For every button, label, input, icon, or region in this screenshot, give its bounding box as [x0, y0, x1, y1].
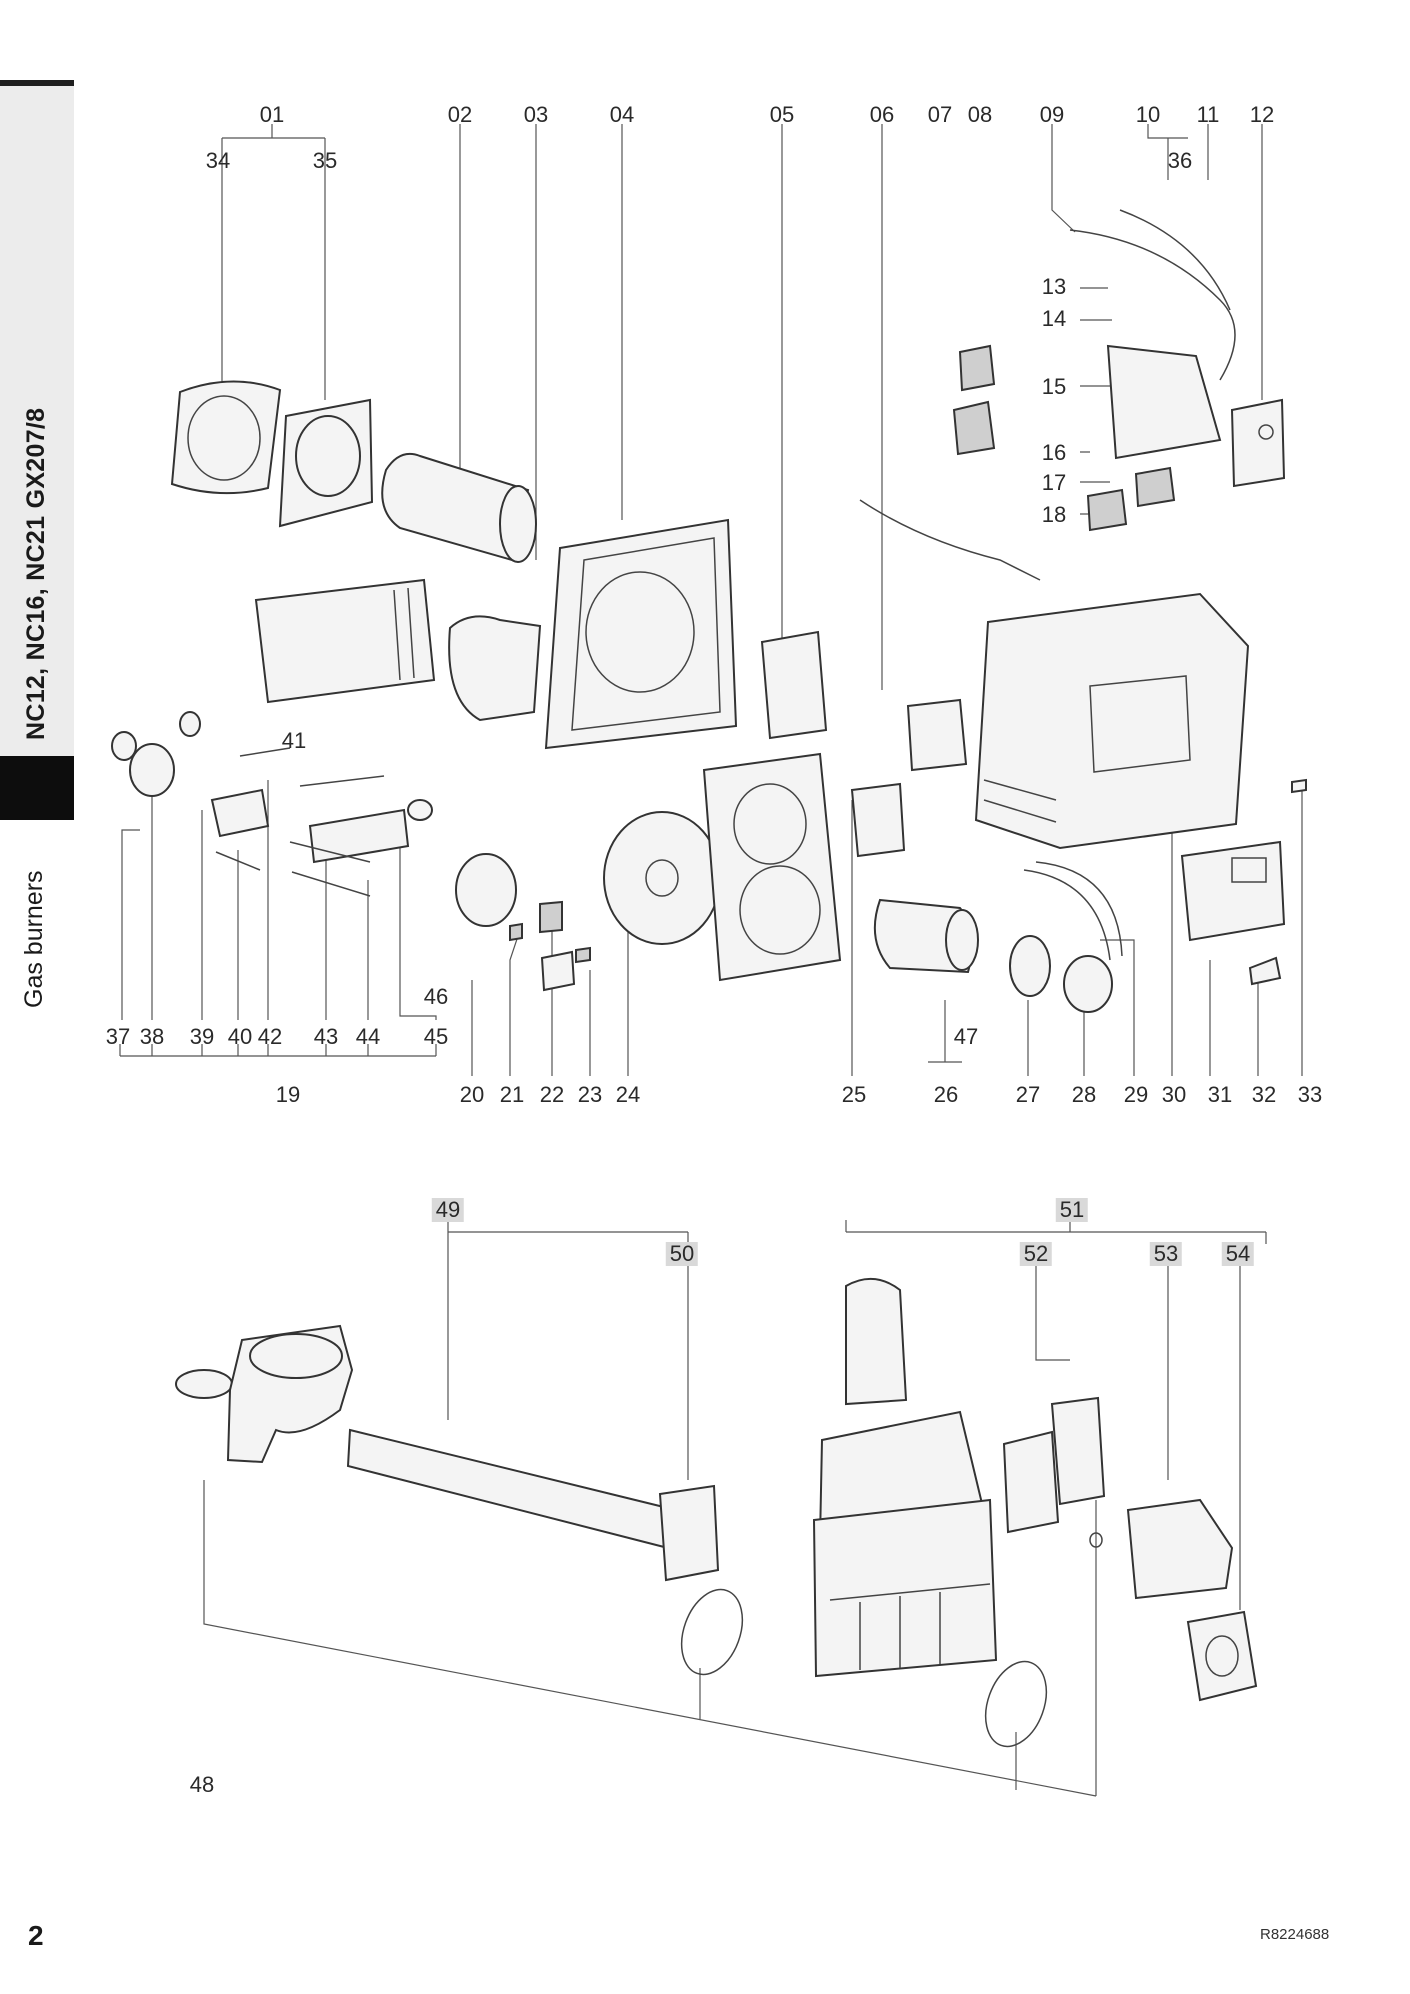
- callout-48: 48: [189, 1772, 215, 1797]
- callout-42: 42: [257, 1024, 283, 1049]
- sidebar-section-tab: [0, 756, 74, 820]
- callout-21: 21: [499, 1082, 525, 1107]
- callout-20: 20: [459, 1082, 485, 1107]
- pressure-switch: [1009, 935, 1051, 997]
- callout-27: 27: [1015, 1082, 1041, 1107]
- callout-33: 33: [1297, 1082, 1323, 1107]
- callout-22: 22: [539, 1082, 565, 1107]
- cable-harness: [859, 209, 1236, 581]
- nozzle-assembly: [111, 711, 433, 897]
- solenoid-coils: [1086, 466, 1176, 532]
- callout-11: 11: [1196, 102, 1220, 127]
- sidebar-top-rule: [0, 80, 74, 86]
- callout-34: 34: [205, 148, 231, 173]
- valve-actuator: [1126, 1498, 1234, 1600]
- page-number: 2: [28, 1920, 44, 1951]
- callout-08: 08: [967, 102, 993, 127]
- flange-gasket: [170, 380, 282, 495]
- callout-02: 02: [447, 102, 473, 127]
- air-tubes: [1023, 861, 1123, 961]
- air-intake-box: [254, 578, 436, 704]
- burner-cover: [974, 592, 1250, 850]
- callout-01: 01: [259, 102, 285, 127]
- valve-adapter-flange: [1186, 1610, 1258, 1702]
- air-pressure-sensor: [1063, 955, 1113, 1013]
- callout-37: 37: [105, 1024, 131, 1049]
- callout-29: 29: [1123, 1082, 1149, 1107]
- cover-screw: [1248, 956, 1282, 986]
- callout-09: 09: [1039, 102, 1065, 127]
- ignition-assembly: [455, 853, 591, 992]
- manifold-o-ring: [680, 1588, 1048, 1748]
- fan-wheel: [603, 811, 721, 945]
- callout-43: 43: [313, 1024, 339, 1049]
- callout-15: 15: [1041, 374, 1067, 399]
- cover-nameplate: [1180, 840, 1286, 942]
- sidebar-panel: [0, 86, 74, 756]
- gas-filter-screen: [1002, 1396, 1106, 1534]
- junction-box: [1230, 398, 1286, 488]
- callout-46: 46: [423, 984, 449, 1009]
- air-damper: [448, 615, 542, 722]
- callout-04: 04: [609, 102, 635, 127]
- control-box-relay: [906, 698, 968, 772]
- callout-12: 12: [1249, 102, 1275, 127]
- callout-52: 52: [1019, 1242, 1053, 1266]
- callout-40: 40: [227, 1024, 253, 1049]
- callout-41: 41: [281, 728, 307, 753]
- callout-44: 44: [355, 1024, 381, 1049]
- fixing-screw: [1291, 778, 1307, 794]
- callout-03: 03: [523, 102, 549, 127]
- burner-housing: [544, 518, 738, 750]
- callout-25: 25: [841, 1082, 867, 1107]
- callout-24: 24: [615, 1082, 641, 1107]
- capacitor: [850, 782, 906, 858]
- callout-10: 10: [1135, 102, 1161, 127]
- callout-36: 36: [1167, 148, 1193, 173]
- callout-23: 23: [577, 1082, 603, 1107]
- callout-07: 07: [927, 102, 953, 127]
- callout-28: 28: [1071, 1082, 1097, 1107]
- callout-13: 13: [1041, 274, 1067, 299]
- callout-45: 45: [423, 1024, 449, 1049]
- mounting-flange: [278, 398, 374, 528]
- callout-54: 54: [1221, 1242, 1255, 1266]
- callout-17: 17: [1041, 470, 1067, 495]
- gas-elbow-manifold: [175, 1324, 720, 1582]
- callout-47: 47: [953, 1024, 979, 1049]
- callout-49: 49: [431, 1198, 465, 1222]
- ignition-bracket: [760, 630, 828, 740]
- callout-26: 26: [933, 1082, 959, 1107]
- callout-51: 51: [1055, 1198, 1089, 1222]
- callout-16: 16: [1041, 440, 1067, 465]
- callout-35: 35: [312, 148, 338, 173]
- document-code: R8224688: [1260, 1926, 1330, 1943]
- leader-lines: [119, 124, 1303, 1797]
- callout-53: 53: [1149, 1242, 1183, 1266]
- callout-19: 19: [275, 1082, 301, 1107]
- small-o-ring: [1089, 1532, 1103, 1548]
- control-module-lower: [952, 400, 996, 456]
- control-module-upper: [958, 344, 996, 392]
- callout-06: 06: [869, 102, 895, 127]
- callout-31: 31: [1207, 1082, 1233, 1107]
- callout-14: 14: [1041, 306, 1067, 331]
- callout-32: 32: [1251, 1082, 1277, 1107]
- relay-mount: [1106, 344, 1222, 460]
- callout-50: 50: [665, 1242, 699, 1266]
- callout-18: 18: [1041, 502, 1067, 527]
- blast-tube: [381, 452, 537, 563]
- callout-39: 39: [189, 1024, 215, 1049]
- callout-30: 30: [1161, 1082, 1187, 1107]
- gas-valve-block: [812, 1278, 998, 1678]
- callout-05: 05: [769, 102, 795, 127]
- fan-motor: [873, 898, 979, 974]
- callout-38: 38: [139, 1024, 165, 1049]
- motor-mounting-plate: [702, 752, 842, 982]
